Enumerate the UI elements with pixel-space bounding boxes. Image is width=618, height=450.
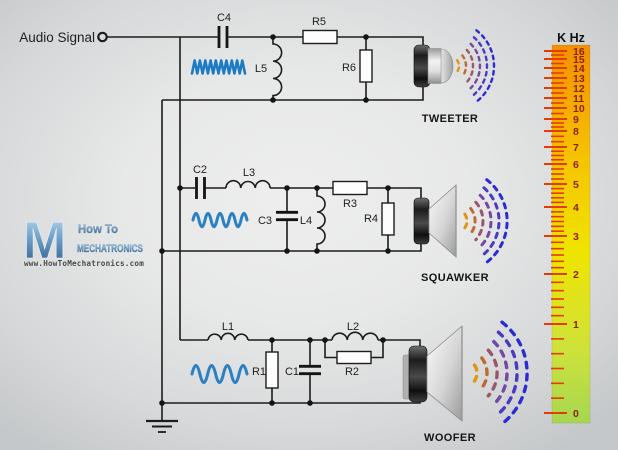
svg-text:12: 12 [573,83,585,95]
label-r1: R1 [252,366,266,378]
label-c3: C3 [258,215,272,227]
tweeter-sound-arc [475,29,496,103]
input-terminal [97,31,108,43]
svg-text:8: 8 [573,126,579,138]
squawker-sound-arc [478,193,493,249]
inductor-l1 [207,332,249,341]
label-l4: L4 [300,215,312,227]
svg-text:16: 16 [573,46,585,58]
svg-text:11: 11 [573,93,584,105]
mid-frequency-wave [191,211,249,229]
woofer-label: WOOFER [424,432,476,444]
capacitors [195,26,321,376]
tweeter-sound-arc [456,59,461,73]
label-r6: R6 [342,62,356,74]
wires [107,36,424,421]
label-c2: C2 [193,164,207,176]
logo-website: www.HowToMechatronics.com [24,259,144,268]
squawker-sound-arc [485,178,509,264]
tweeter-sound-waves [456,29,496,103]
label-l3: L3 [243,167,255,179]
logo-line1: How To [78,222,118,236]
ground-icon [146,419,178,433]
low-frequency-wave [190,363,249,385]
label-l2: L2 [347,321,359,333]
audio-signal-label: Audio Signal [19,30,95,45]
svg-text:5: 5 [573,179,579,191]
squawker-sound-arc [474,200,485,242]
squawker-speaker-icon [413,184,457,258]
svg-text:1: 1 [573,319,579,331]
inductor-l3 [225,179,271,189]
svg-text:15: 15 [573,54,585,66]
capacitor-c1 [299,364,321,376]
label-r4: R4 [364,213,378,225]
svg-text:6: 6 [573,159,579,171]
woofer-sound-waves [472,320,529,426]
svg-text:7: 7 [573,142,579,154]
woofer-sound-arc [496,330,519,416]
tweeter-sound-arc [469,42,482,90]
capacitor-c3 [276,210,298,222]
resistor-r6 [359,49,373,83]
woofer-sound-arc [486,348,499,398]
label-l5: L5 [255,63,267,75]
inductor-l5 [272,37,283,100]
svg-text:13: 13 [573,73,585,85]
wire-r2-stubs [324,340,384,359]
label-c1: C1 [285,366,299,378]
svg-text:3: 3 [573,231,579,243]
resistor-r4 [381,202,395,236]
svg-text:2: 2 [573,269,579,281]
label-r3: R3 [343,198,357,210]
resistor-r5 [302,29,338,45]
woofer-speaker-icon [402,325,463,422]
resistor-r3 [332,180,368,196]
tweeter-speaker-icon [413,44,454,88]
svg-text:10: 10 [573,103,585,115]
frequency-scale-unit: K Hz [557,31,585,45]
junction-dots [159,34,391,406]
capacitor-c2 [195,177,206,199]
wire-squawker-branch [162,187,422,252]
brand-watermark: M How To MECHATRONICS www.HowToMechatron… [23,212,145,271]
resistor-r2 [336,350,372,365]
svg-text:0: 0 [573,408,579,420]
tweeter-label: TWEETER [422,113,479,125]
label-r2: R2 [345,366,359,378]
tweeter-sound-arc [472,36,489,96]
inductors [207,37,379,341]
woofer-sound-arc [492,339,509,407]
tweeter-sound-arc [465,48,475,84]
squawker-sound-arc [463,212,469,230]
inductor-l2 [331,331,379,341]
svg-text:9: 9 [573,114,579,126]
svg-text:14: 14 [573,63,585,75]
squawker-sound-waves [463,178,509,264]
svg-text:4: 4 [573,202,579,214]
frequency-scale-bar [551,44,591,424]
squawker-label: SQUAWKER [421,272,489,284]
input-waveforms [190,59,249,385]
squawker-sound-arc [469,207,477,235]
component-labels: C4 R5 L5 R6 C2 L3 C3 L4 R3 R4 L1 L2 R1 C… [193,12,378,378]
logo-line2: MECHATRONICS [77,243,143,255]
tweeter-sound-arc [461,54,468,78]
inductor-l4 [316,188,326,251]
logo-m: M [23,212,66,270]
label-r5: R5 [312,16,326,28]
woofer-sound-arc [500,320,529,426]
squawker-sound-arc [482,186,501,256]
label-c4: C4 [217,12,231,24]
resistors [265,29,395,389]
woofer-sound-arc [480,356,489,390]
woofer-sound-arc [472,363,479,383]
high-frequency-wave [190,59,247,75]
capacitor-c4 [217,26,229,48]
label-l1: L1 [222,321,234,333]
resistor-r1 [265,351,279,389]
